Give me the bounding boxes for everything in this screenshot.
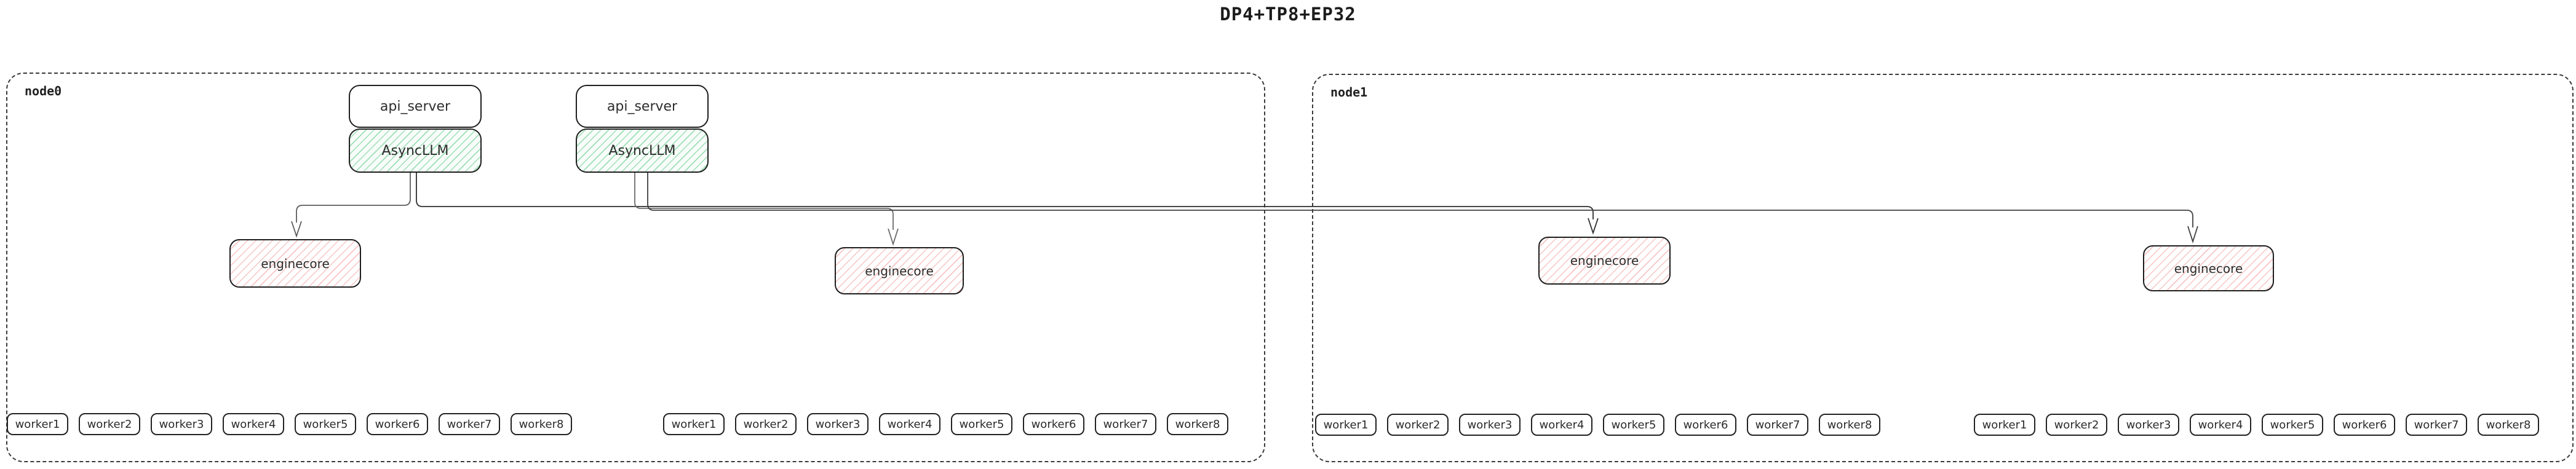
api-server-box-1: api_server xyxy=(349,85,482,128)
enginecore-label-4: enginecore xyxy=(2174,261,2243,276)
enginecore-box-1: enginecore xyxy=(229,239,361,288)
worker-box: worker6 xyxy=(2334,414,2395,436)
api-server-label-2: api_server xyxy=(606,98,678,114)
diagram-title: DP4+TP8+EP32 xyxy=(1220,4,1356,25)
worker-box: worker6 xyxy=(1023,413,1084,435)
worker-box: worker3 xyxy=(1459,414,1521,436)
worker-box: worker1 xyxy=(7,413,68,435)
worker-box: worker1 xyxy=(1974,414,2035,436)
api-server-box-2: api_server xyxy=(576,85,709,128)
worker-box: worker8 xyxy=(511,413,572,435)
worker-box: worker2 xyxy=(1387,414,1449,436)
enginecore-label-3: enginecore xyxy=(1570,253,1639,268)
worker-box: worker7 xyxy=(2406,414,2467,436)
asyncllm-box-2: AsyncLLM xyxy=(576,128,709,173)
worker-box: worker6 xyxy=(367,413,428,435)
node0-worker-group-2: worker1 worker2 worker3 worker4 worker5 … xyxy=(663,413,1228,435)
worker-box: worker7 xyxy=(1095,413,1156,435)
node0-worker-group-1: worker1 worker2 worker3 worker4 worker5 … xyxy=(7,413,572,435)
worker-box: worker7 xyxy=(1747,414,1808,436)
worker-box: worker2 xyxy=(2046,414,2107,436)
api-server-label-1: api_server xyxy=(380,98,451,114)
asyncllm-label-1: AsyncLLM xyxy=(381,143,449,159)
worker-box: worker8 xyxy=(1167,413,1228,435)
worker-box: worker4 xyxy=(879,413,940,435)
worker-box: worker1 xyxy=(663,413,725,435)
worker-box: worker2 xyxy=(79,413,140,435)
node1-container: node1 xyxy=(1312,74,2574,462)
worker-box: worker4 xyxy=(1531,414,1592,436)
asyncllm-label-2: AsyncLLM xyxy=(608,143,676,159)
enginecore-label-2: enginecore xyxy=(865,263,934,278)
worker-box: worker4 xyxy=(2190,414,2251,436)
enginecore-label-1: enginecore xyxy=(261,256,330,271)
worker-box: worker5 xyxy=(2262,414,2323,436)
worker-box: worker8 xyxy=(1819,414,1880,436)
worker-box: worker5 xyxy=(1603,414,1664,436)
node1-worker-group-2: worker1 worker2 worker3 worker4 worker5 … xyxy=(1974,414,2539,436)
worker-box: worker5 xyxy=(951,413,1012,435)
enginecore-box-2: enginecore xyxy=(835,247,964,294)
worker-box: worker3 xyxy=(807,413,869,435)
worker-box: worker6 xyxy=(1675,414,1736,436)
enginecore-box-4: enginecore xyxy=(2143,245,2274,291)
worker-box: worker2 xyxy=(735,413,797,435)
worker-box: worker4 xyxy=(223,413,284,435)
asyncllm-box-1: AsyncLLM xyxy=(349,128,482,173)
worker-box: worker1 xyxy=(1315,414,1377,436)
worker-box: worker3 xyxy=(2118,414,2179,436)
worker-box: worker3 xyxy=(151,413,212,435)
node1-label: node1 xyxy=(1330,85,1368,100)
worker-box: worker8 xyxy=(2478,414,2539,436)
node0-label: node0 xyxy=(25,84,62,98)
node1-worker-group-1: worker1 worker2 worker3 worker4 worker5 … xyxy=(1315,414,1880,436)
node0-container: node0 xyxy=(6,73,1265,462)
enginecore-box-3: enginecore xyxy=(1538,237,1671,285)
worker-box: worker7 xyxy=(439,413,500,435)
worker-box: worker5 xyxy=(295,413,356,435)
